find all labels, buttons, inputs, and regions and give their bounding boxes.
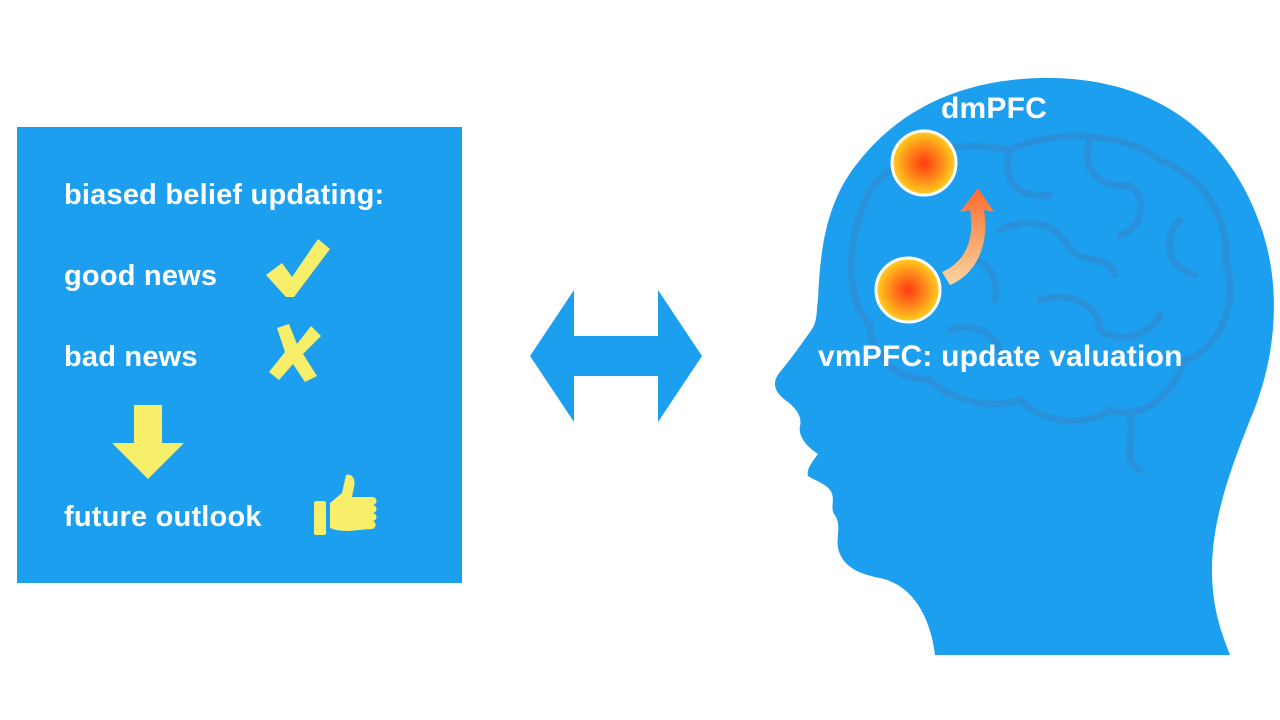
- vmpfc-label: vmPFC: update valuation: [818, 340, 1183, 373]
- belief-updating-panel: biased belief updating: good news bad ne…: [17, 127, 462, 583]
- cross-icon: [269, 324, 321, 382]
- thumbs-up-icon: [314, 474, 377, 535]
- curved-arrow-icon: [942, 188, 994, 285]
- future-outlook-label: future outlook: [64, 501, 262, 533]
- dmpfc-activation-spot: [890, 129, 958, 197]
- good-news-label: good news: [64, 260, 218, 292]
- brain-icon: [847, 132, 1234, 474]
- down-arrow-icon: [112, 405, 184, 479]
- dmpfc-label: dmPFC: [941, 92, 1047, 125]
- double-arrow-icon: [530, 290, 702, 422]
- bad-news-label: bad news: [64, 341, 198, 373]
- vmpfc-activation-spot: [874, 256, 942, 324]
- panel-heading: biased belief updating:: [64, 179, 385, 211]
- head-silhouette-icon: [774, 77, 1274, 655]
- check-icon: [266, 239, 330, 297]
